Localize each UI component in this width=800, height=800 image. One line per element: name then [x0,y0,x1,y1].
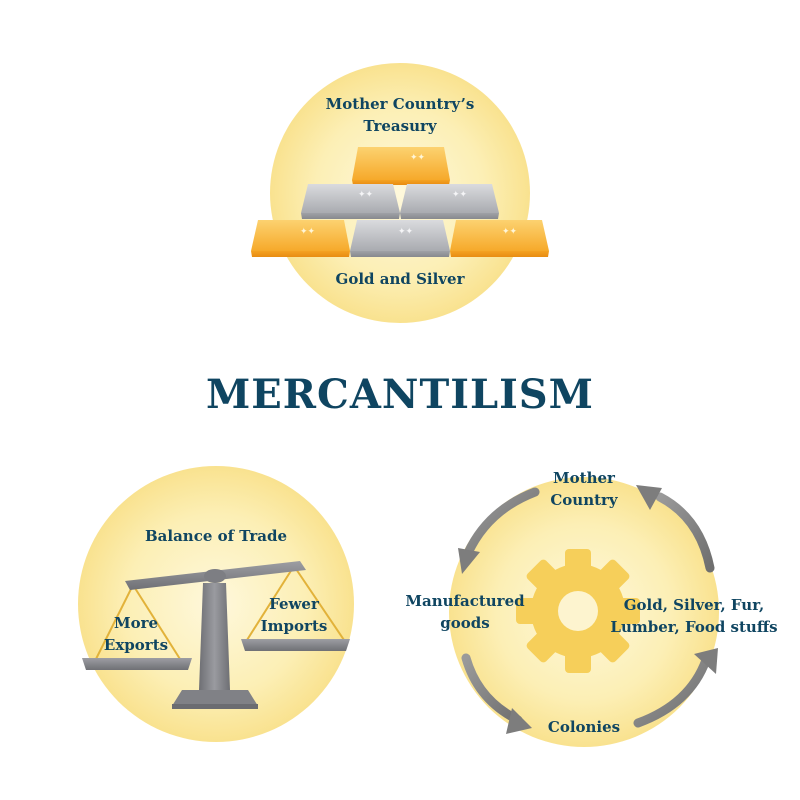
cycle-top-line2: Country [550,491,618,509]
trade-title: Balance of Trade [144,527,288,545]
bars-stack: ✦✦ ✦✦ ✦✦ ✦✦ ✦✦ ✦✦ [251,147,549,257]
treasury-title-line1: Mother Country’s [325,95,475,113]
svg-text:✦✦: ✦✦ [398,227,414,237]
treasury-caption: Gold and Silver [335,270,465,288]
svg-text:✦✦: ✦✦ [300,227,316,237]
trade-left-line1: More [113,614,159,632]
trade-left-line2: Exports [103,636,169,654]
gold-bar-icon: ✦✦ [251,220,350,257]
silver-bar-icon: ✦✦ [350,220,450,257]
cycle-left-line1: Manufactured [405,592,525,610]
gold-bar-icon: ✦✦ [352,147,450,185]
balance-scale-icon [82,561,350,709]
cycle-right-label: Gold, Silver, Fur, Lumber, Food stuffs [596,594,792,638]
cycle-bottom-label: Colonies [547,718,621,736]
cycle-arrow-icon [458,485,718,734]
treasury-title-line2: Treasury [363,117,437,135]
trade-right-label: Fewer Imports [234,593,354,637]
treasury-circle [270,63,530,323]
treasury-title: Mother Country’s Treasury [300,93,500,137]
svg-text:✦✦: ✦✦ [358,190,374,200]
cycle-left-label: Manufactured goods [390,590,540,634]
gold-bar-icon: ✦✦ [450,220,549,257]
cycle-left-line2: goods [440,614,490,632]
cycle-right-line1: Gold, Silver, Fur, [623,596,765,614]
page-title: MERCANTILISM [206,371,594,418]
silver-bar-icon: ✦✦ [301,184,400,219]
trade-left-label: More Exports [76,612,196,656]
gear-icon [516,549,640,673]
svg-text:✦✦: ✦✦ [452,190,468,200]
cycle-top-line1: Mother [553,469,615,487]
silver-bar-icon: ✦✦ [400,184,499,219]
trade-right-line2: Imports [260,617,328,635]
svg-text:✦✦: ✦✦ [410,153,426,163]
trade-right-line1: Fewer [269,595,319,613]
cycle-right-line2: Lumber, Food stuffs [610,618,778,636]
svg-text:✦✦: ✦✦ [502,227,518,237]
cycle-top-label: Mother Country [524,467,644,511]
